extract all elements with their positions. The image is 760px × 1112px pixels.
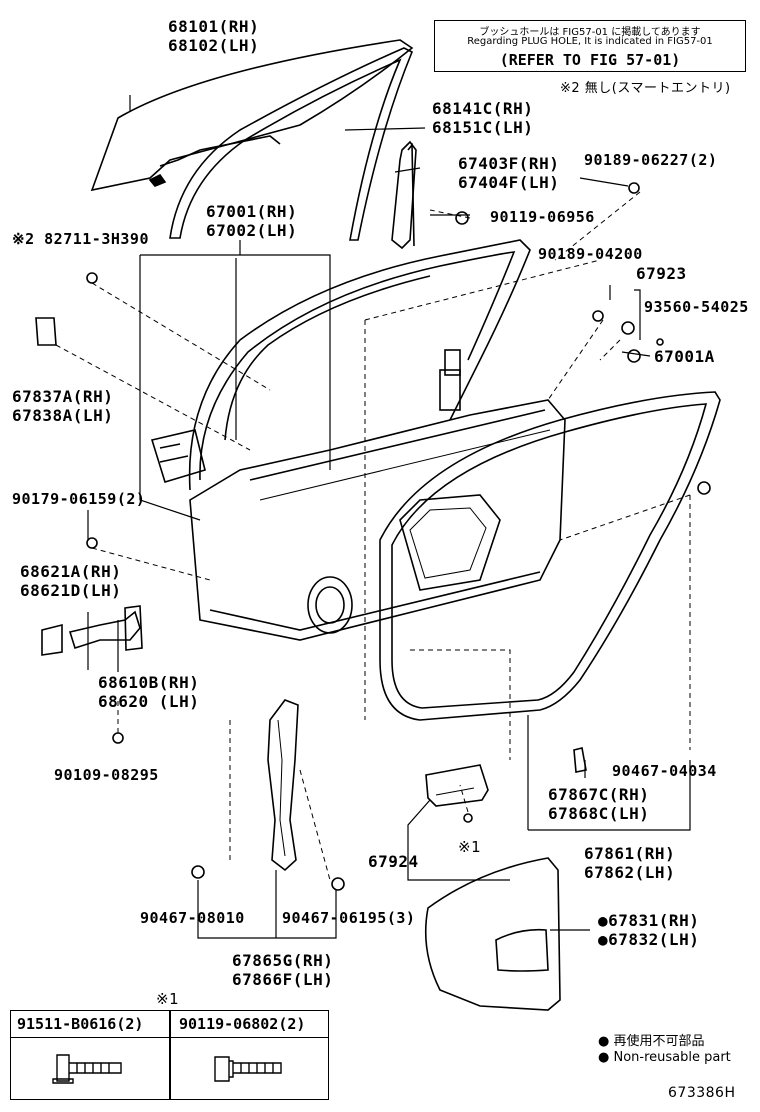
refer-note-box: ブッシュホールは FIG57-01 に掲載してあります Regarding PL… xyxy=(434,20,746,72)
label-68621A: 68621A(RH) xyxy=(20,562,122,581)
door-trim-board xyxy=(424,857,561,1011)
label-67861: 67861(RH) xyxy=(584,844,676,863)
label-90189-06227: 90189-06227(2) xyxy=(584,151,718,169)
label-67866F: 67866F(LH) xyxy=(232,970,334,989)
label-90467-08010: 90467-08010 xyxy=(140,909,245,927)
label-90119-06956: 90119-06956 xyxy=(490,208,595,226)
label-67002: 67002(LH) xyxy=(206,221,298,240)
window-glass xyxy=(90,39,414,192)
label-67832: ●67832(LH) xyxy=(598,930,700,949)
label-67868C: 67868C(LH) xyxy=(548,804,650,823)
figure-id: 673386H xyxy=(668,1085,736,1101)
label-67867C: 67867C(RH) xyxy=(548,785,650,804)
table-col2-part: 90119-06802(2) xyxy=(179,1015,306,1033)
door-hinge xyxy=(150,429,206,483)
label-67837A: 67837A(RH) xyxy=(12,387,114,406)
label-68102: 68102(LH) xyxy=(168,36,260,55)
bolt-icon-flange xyxy=(52,1054,282,1084)
label-68151C: 68151C(LH) xyxy=(432,118,534,137)
label-82711: ※2 82711-3H390 xyxy=(12,230,149,248)
door-panel xyxy=(189,399,566,641)
fastener-table: 91511-B0616(2) 90119-06802(2) xyxy=(10,1010,329,1100)
label-68101: 68101(RH) xyxy=(168,17,260,36)
label-67404F: 67404F(LH) xyxy=(458,173,560,192)
footnote-2: ※2 無し(スマートエントリ) xyxy=(560,81,731,96)
table-col1-part: 91511-B0616(2) xyxy=(17,1015,144,1033)
label-68141C: 68141C(RH) xyxy=(432,99,534,118)
mark-1: ※1 xyxy=(458,838,482,856)
label-90189-04200: 90189-04200 xyxy=(538,245,643,263)
note-en-line: Regarding PLUG HOLE, It is indicated in … xyxy=(467,36,713,47)
door-check xyxy=(68,610,141,650)
glass-run-channel xyxy=(169,47,414,241)
label-90467-06195: 90467-06195(3) xyxy=(282,909,416,927)
label-67865G: 67865G(RH) xyxy=(232,951,334,970)
division-bar xyxy=(391,140,417,250)
door-sash xyxy=(188,239,531,491)
label-67862: 67862(LH) xyxy=(584,863,676,882)
label-67924: 67924 xyxy=(368,852,419,871)
label-68610B: 68610B(RH) xyxy=(98,673,200,692)
label-67001: 67001(RH) xyxy=(206,202,298,221)
label-90467-04034: 90467-04034 xyxy=(612,762,717,780)
label-93560: 93560-54025 xyxy=(644,298,749,316)
label-67403F: 67403F(RH) xyxy=(458,154,560,173)
lower-channel xyxy=(267,699,299,872)
weatherstrip xyxy=(379,391,721,721)
label-67831: ●67831(RH) xyxy=(598,911,700,930)
label-68620: 68620 (LH) xyxy=(98,692,200,711)
bracket-67924 xyxy=(425,764,489,807)
legend-en: ● Non-reusable part xyxy=(598,1050,731,1065)
label-67001A: 67001A xyxy=(654,347,715,366)
note-refer-line: (REFER TO FIG 57-01) xyxy=(499,51,681,69)
label-68621D: 68621D(LH) xyxy=(20,581,122,600)
label-90109: 90109-08295 xyxy=(54,766,159,784)
label-67923: 67923 xyxy=(636,264,687,283)
legend-jp: ● 再使用不可部品 xyxy=(598,1034,705,1049)
table-mark: ※1 xyxy=(156,990,180,1008)
label-90179: 90179-06159(2) xyxy=(12,490,146,508)
note-jp-line: ブッシュホールは FIG57-01 に掲載してあります xyxy=(479,27,701,38)
speaker-hole xyxy=(307,576,353,634)
label-67838A: 67838A(LH) xyxy=(12,406,114,425)
